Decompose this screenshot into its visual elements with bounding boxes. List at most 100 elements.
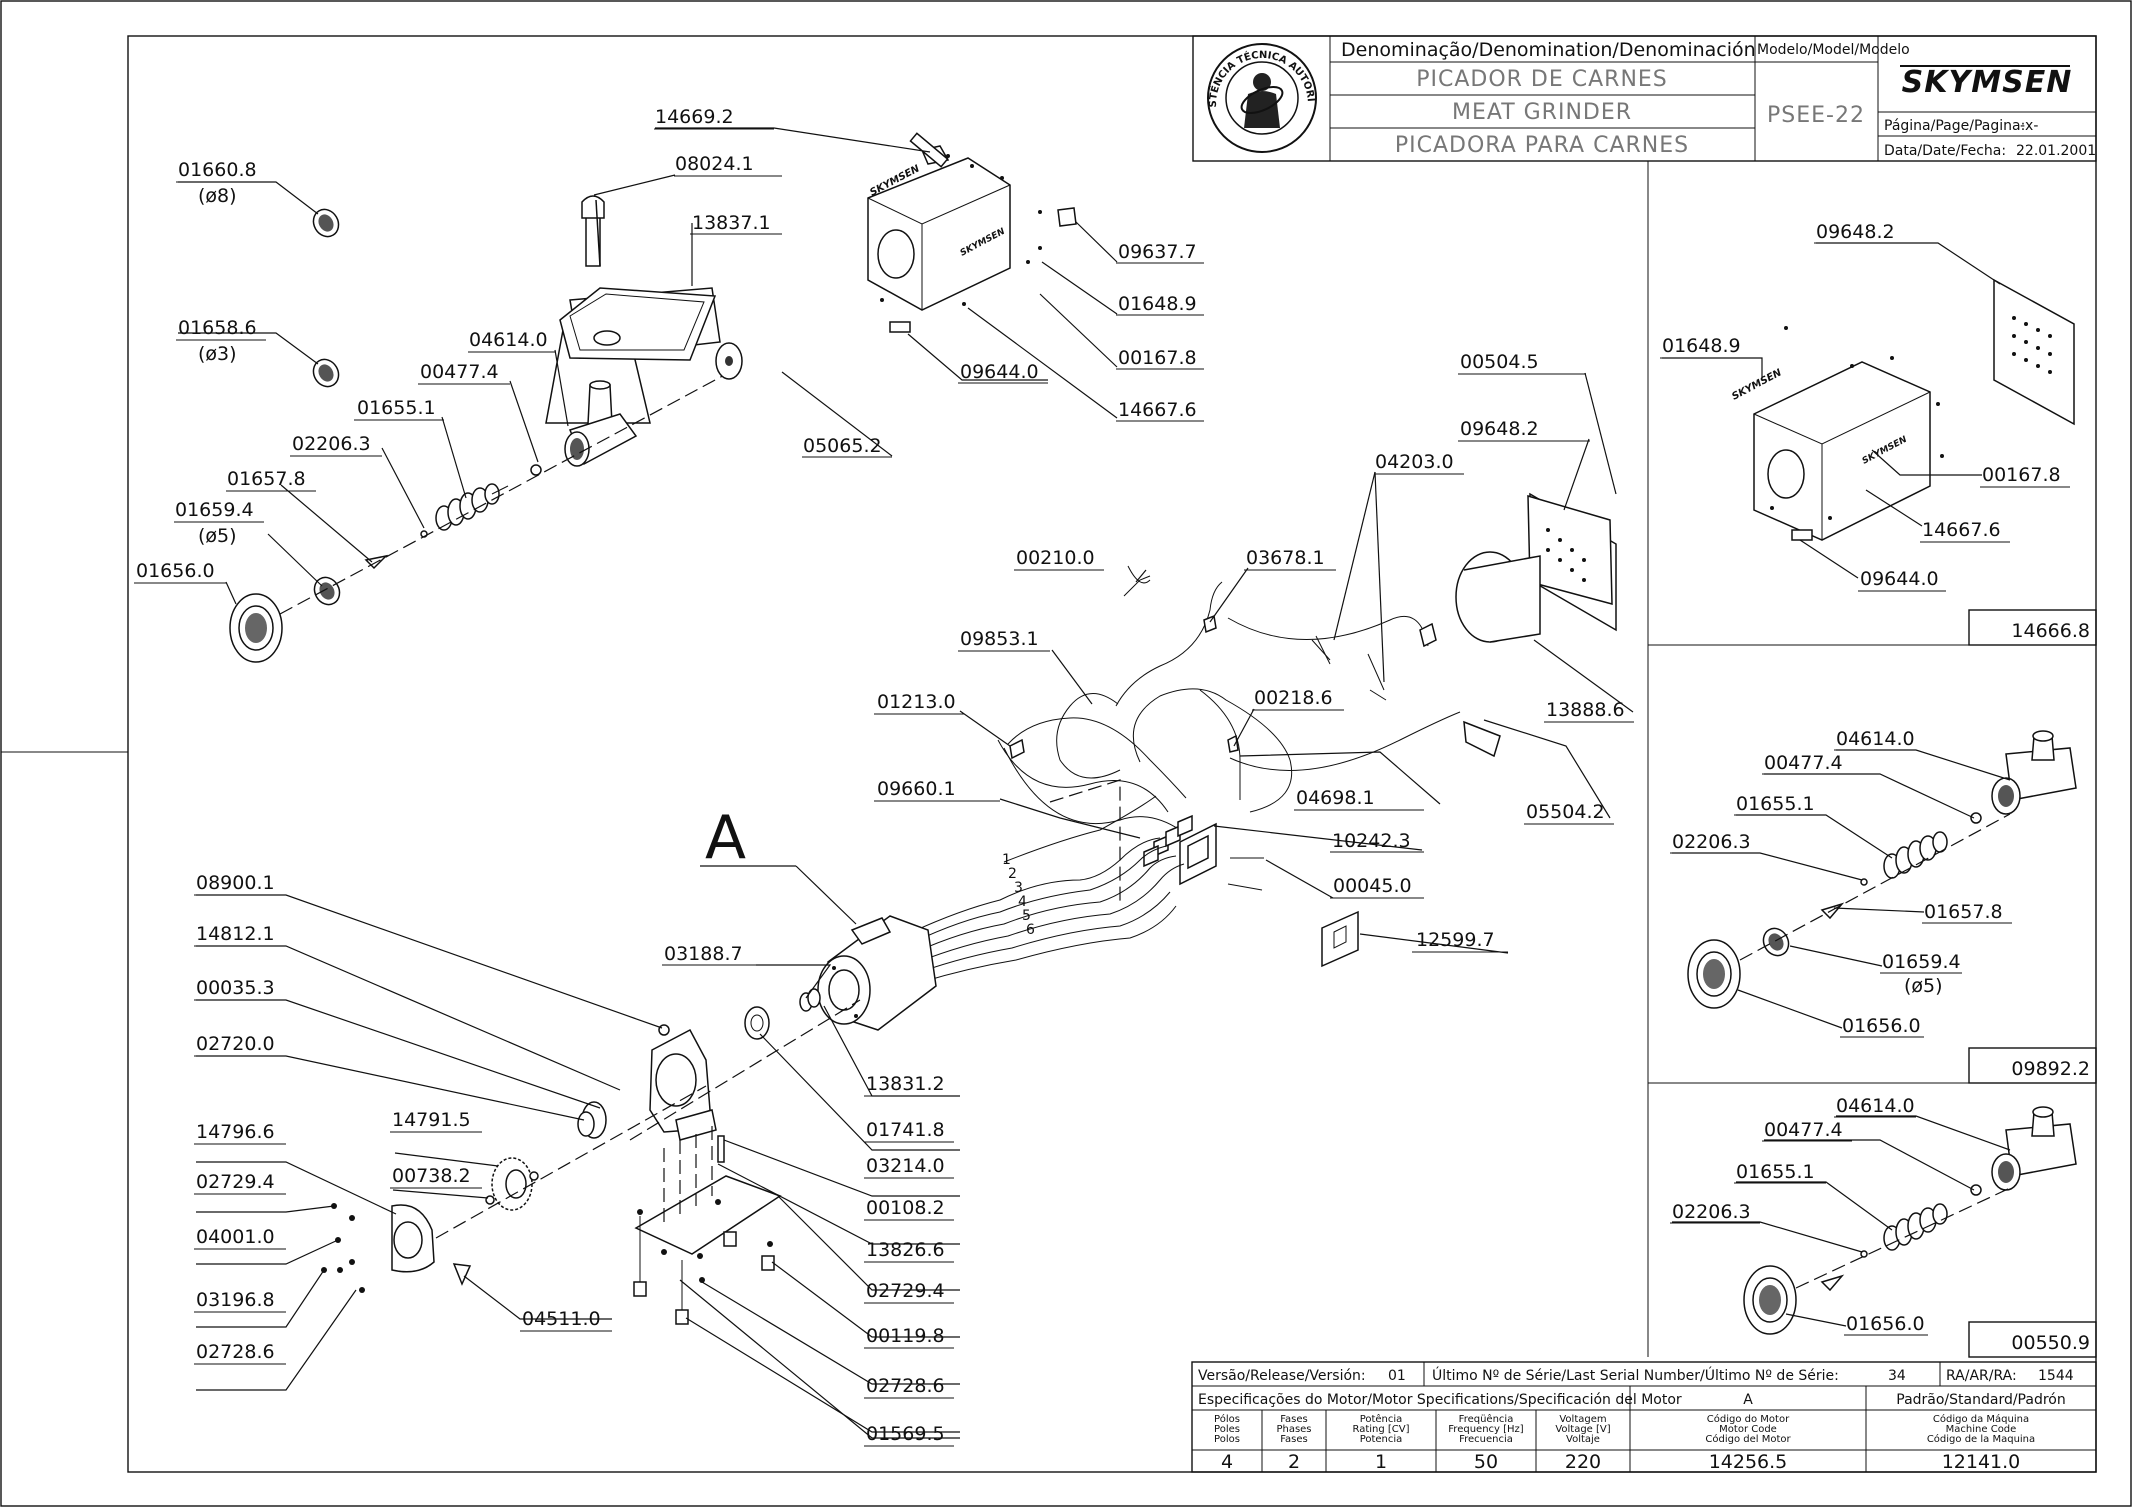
label-08900-1: 08900.1 bbox=[196, 872, 275, 894]
label-00035-3: 00035.3 bbox=[196, 977, 275, 999]
panel-2-label-04614-0: 04614.0 bbox=[1836, 728, 1915, 750]
panel-1-label-09644-0: 09644.0 bbox=[1860, 568, 1939, 590]
label-01658-6: 01658.6 bbox=[178, 317, 257, 339]
page-value: -x- bbox=[2020, 118, 2038, 134]
label-01657-8: 01657.8 bbox=[227, 468, 306, 490]
label-00210-0: 00210.0 bbox=[1016, 547, 1095, 569]
serial-value: 34 bbox=[1888, 1368, 1906, 1384]
feed-screw-icon bbox=[435, 483, 509, 531]
ring-nut-icon bbox=[229, 593, 283, 663]
motor-code-value: 14256.5 bbox=[1709, 1451, 1788, 1473]
col-poles-h1: Pólos bbox=[1214, 1413, 1240, 1425]
machine-code-value: 12141.0 bbox=[1942, 1451, 2021, 1473]
switch-assembly-icon bbox=[1143, 814, 1359, 968]
label-03214-0: 03214.0 bbox=[866, 1155, 945, 1177]
label-plate-12599-icon bbox=[1321, 910, 1359, 968]
rating-value: 1 bbox=[1375, 1451, 1387, 1473]
col-poles-h3: Polos bbox=[1214, 1434, 1240, 1445]
label-02729-4: 02729.4 bbox=[196, 1171, 275, 1193]
panel-3-code: 00550.9 bbox=[2011, 1332, 2090, 1354]
panel-2-label-01655-1: 01655.1 bbox=[1736, 793, 1815, 815]
label-01569-5: 01569.5 bbox=[866, 1423, 945, 1445]
model-value: PSEE-22 bbox=[1767, 103, 1865, 128]
panel-1-label-09648-2: 09648.2 bbox=[1816, 221, 1895, 243]
page-label: Página/Page/Pagina: bbox=[1884, 118, 2025, 134]
label-13826-6: 13826.6 bbox=[866, 1239, 945, 1261]
col-machine-code-h3: Código de la Maquina bbox=[1927, 1433, 2035, 1445]
grinder-head-assembly bbox=[229, 195, 731, 663]
label-14791-5: 14791.5 bbox=[392, 1109, 471, 1131]
col-motor-code-h2: Motor Code bbox=[1719, 1424, 1777, 1435]
label-10242-3: 10242.3 bbox=[1332, 830, 1411, 852]
panel-1-code: 14666.8 bbox=[2011, 620, 2090, 642]
panel-3-label-01655-1: 01655.1 bbox=[1736, 1161, 1815, 1183]
panel-2-label-01659-4: 01659.4 bbox=[1882, 951, 1961, 973]
plate-3mm-icon bbox=[312, 358, 340, 388]
panel-2-label-01659-4-sub: (ø5) bbox=[1904, 975, 1943, 997]
panel-1-label-00167-8: 00167.8 bbox=[1982, 464, 2061, 486]
ra-value: 1544 bbox=[2038, 1368, 2074, 1384]
panel-1-label-14667-6: 14667.6 bbox=[1922, 519, 2001, 541]
col-motor-code-h1: Código do Motor bbox=[1707, 1413, 1790, 1425]
panel-2-label-01657-8: 01657.8 bbox=[1924, 901, 2003, 923]
panel-3-label-01656-0: 01656.0 bbox=[1846, 1313, 1925, 1335]
col-voltage-h3: Voltaje bbox=[1566, 1434, 1600, 1445]
label-08024-1: 08024.1 bbox=[675, 153, 754, 175]
housing-cover-icon: SKYMSEN SKYMSEN bbox=[867, 132, 1077, 333]
release-value: 01 bbox=[1388, 1368, 1406, 1384]
label-01656-0: 01656.0 bbox=[136, 560, 215, 582]
panel-3-screw-detail: 04614.0 00477.4 01655.1 02206.3 01656.0 bbox=[1670, 1095, 2077, 1336]
panel-3-label-04614-0: 04614.0 bbox=[1836, 1095, 1915, 1117]
label-00045-0: 00045.0 bbox=[1333, 875, 1412, 897]
fan-duct-icon bbox=[1455, 551, 1541, 643]
label-00218-6: 00218.6 bbox=[1254, 687, 1333, 709]
section-a-mark: A bbox=[705, 803, 746, 873]
label-13837-1: 13837.1 bbox=[692, 212, 771, 234]
label-03188-7: 03188.7 bbox=[664, 943, 743, 965]
pinion-03188-icon bbox=[799, 988, 821, 1012]
motor-leads-icon: 1 2 3 4 5 6 bbox=[911, 779, 1185, 983]
label-09660-1: 09660.1 bbox=[877, 778, 956, 800]
label-01658-6-sub: (ø3) bbox=[198, 343, 237, 365]
label-01660-8-sub: (ø8) bbox=[198, 185, 237, 207]
main-exploded-view: SKYMSEN SKYMSEN bbox=[229, 132, 1617, 1325]
name-en: MEAT GRINDER bbox=[1452, 100, 1632, 125]
name-pt: PICADOR DE CARNES bbox=[1416, 67, 1668, 92]
wire-num-4: 4 bbox=[1018, 894, 1027, 910]
rear-grille-icon bbox=[1455, 492, 1617, 643]
col-voltage-h1: Voltagem bbox=[1559, 1414, 1606, 1425]
drawing-frame bbox=[127, 35, 2097, 1473]
skymsen-logo: SKYMSEN bbox=[1900, 65, 2073, 100]
date-label: Data/Date/Fecha: bbox=[1884, 143, 2006, 159]
label-00504-5: 00504.5 bbox=[1460, 351, 1539, 373]
col-rating-h1: Potência bbox=[1360, 1413, 1403, 1425]
cable-tie-04203-icon bbox=[1315, 635, 1385, 691]
motor-spec-label: Especificações do Motor/Motor Specificat… bbox=[1198, 1392, 1682, 1408]
label-09644-0: 09644.0 bbox=[960, 361, 1039, 383]
label-14812-1: 14812.1 bbox=[196, 923, 275, 945]
base-plate-icon bbox=[633, 1126, 782, 1325]
wire-00210-icon bbox=[1123, 575, 1151, 597]
wire-num-6: 6 bbox=[1026, 922, 1035, 938]
date-value: 22.01.2001 bbox=[2016, 143, 2096, 159]
washer-01741-icon bbox=[744, 1006, 770, 1040]
col-frequency-h3: Frecuencia bbox=[1459, 1434, 1513, 1445]
col-phases-h1: Fases bbox=[1280, 1414, 1308, 1425]
panel-3-feed-screw-icon bbox=[1883, 1203, 1948, 1251]
label-01648-9: 01648.9 bbox=[1118, 293, 1197, 315]
col-rating-h3: Potencia bbox=[1360, 1434, 1403, 1445]
col-machine-code-h1: Código da Máquina bbox=[1933, 1413, 2029, 1425]
brand-logo-text: SKYMSEN bbox=[1902, 65, 2073, 100]
panel-1-label-01648-9: 01648.9 bbox=[1662, 335, 1741, 357]
panel-3-label-02206-3: 02206.3 bbox=[1672, 1201, 1751, 1223]
detail-panels: 14666.8 09892.2 00550.9 bbox=[1647, 161, 2097, 1358]
label-02728-6b: 02728.6 bbox=[866, 1375, 945, 1397]
wire-num-5: 5 bbox=[1022, 908, 1031, 924]
gearbox-housing-icon bbox=[435, 988, 861, 1239]
model-header: Modelo/Model/Modelo bbox=[1757, 42, 1910, 58]
label-00477-4: 00477.4 bbox=[420, 361, 499, 383]
ra-label: RA/AR/RA: bbox=[1946, 1368, 2017, 1384]
col-phases-h3: Fases bbox=[1280, 1434, 1308, 1445]
label-01659-4-sub: (ø5) bbox=[198, 525, 237, 547]
